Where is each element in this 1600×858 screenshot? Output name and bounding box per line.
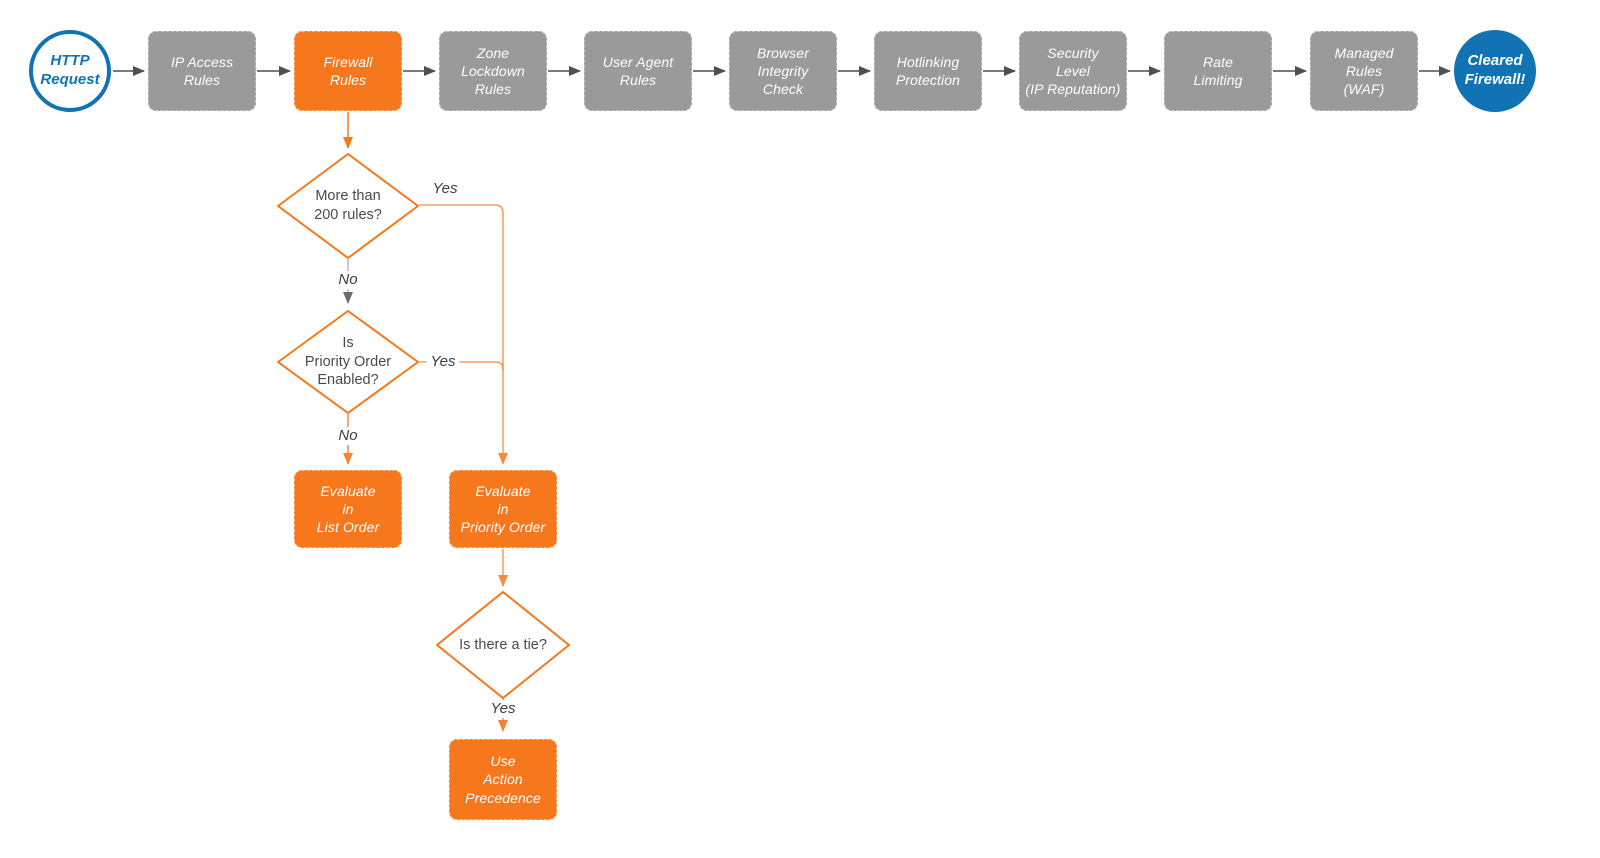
- decision-1-label-wrap: More than 200 rules?: [278, 154, 418, 258]
- stage-managed-rules-waf: Managed Rules (WAF): [1310, 31, 1418, 111]
- stage-firewall-rules: Firewall Rules: [294, 31, 402, 111]
- stage-browser-integrity-check: Browser Integrity Check: [729, 31, 837, 111]
- decision-priority-order-enabled: [277, 310, 419, 414]
- box-evaluate-in-list-order: Evaluate in List Order: [294, 470, 402, 548]
- stage-label: IP Access Rules: [170, 53, 234, 88]
- stage-label: Rate Limiting: [1193, 53, 1243, 88]
- edge-label-d2-yes: Yes: [426, 353, 460, 371]
- edge-label-d2-no: No: [334, 427, 362, 445]
- stage-security-level-ip-reputation: Security Level (IP Reputation): [1019, 31, 1127, 111]
- end-node-cleared-firewall: Cleared Firewall!: [1454, 30, 1536, 112]
- decision-2-question: Is Priority Order Enabled?: [304, 334, 392, 389]
- stage-label: Managed Rules (WAF): [1334, 44, 1394, 98]
- edge-d1-yes: [419, 204, 508, 465]
- stage-label: User Agent Rules: [602, 53, 674, 88]
- decision-is-there-a-tie: [436, 591, 570, 699]
- stage-hotlinking-protection: Hotlinking Protection: [874, 31, 982, 111]
- stage-label: Hotlinking Protection: [895, 53, 961, 88]
- stage-label: Security Level (IP Reputation): [1025, 44, 1121, 98]
- stage-rate-limiting: Rate Limiting: [1164, 31, 1272, 111]
- start-node-label: HTTP Request: [40, 52, 100, 88]
- decision-1-question: More than 200 rules?: [314, 188, 382, 223]
- start-node-http-request: HTTP Request: [29, 30, 111, 112]
- edge-label-d1-yes: Yes: [428, 180, 462, 198]
- decision-more-than-200-rules: [277, 153, 419, 259]
- edge-label-d3-yes: Yes: [486, 700, 520, 718]
- stage-label: Firewall Rules: [323, 53, 373, 88]
- stage-label: Zone Lockdown Rules: [461, 44, 525, 98]
- box-label: Evaluate in List Order: [316, 482, 380, 536]
- edge-label-d1-no: No: [334, 271, 362, 289]
- decision-3-label-wrap: Is there a tie?: [437, 592, 569, 698]
- stage-user-agent-rules: User Agent Rules: [584, 31, 692, 111]
- stage-label: Browser Integrity Check: [756, 44, 810, 98]
- box-label: Use Action Precedence: [465, 753, 541, 806]
- decision-2-label-wrap: Is Priority Order Enabled?: [278, 311, 418, 413]
- stage-zone-lockdown-rules: Zone Lockdown Rules: [439, 31, 547, 111]
- box-label: Evaluate in Priority Order: [460, 482, 546, 536]
- stage-ip-access-rules: IP Access Rules: [148, 31, 256, 111]
- box-evaluate-in-priority-order: Evaluate in Priority Order: [449, 470, 557, 548]
- box-use-action-precedence: Use Action Precedence: [449, 739, 557, 820]
- edge-d2-yes: [419, 361, 504, 371]
- decision-3-question: Is there a tie?: [459, 636, 547, 653]
- end-node-label: Cleared Firewall!: [1464, 52, 1526, 88]
